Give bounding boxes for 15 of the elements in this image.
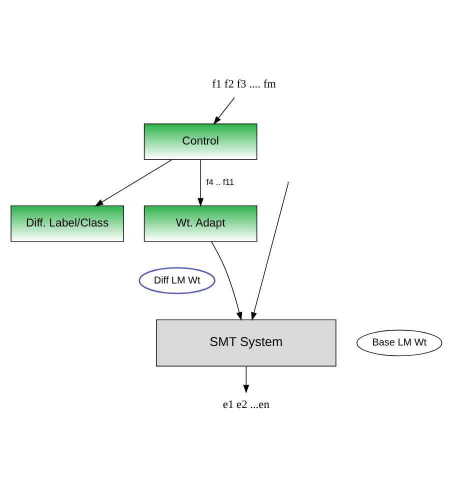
arrow xyxy=(213,97,235,125)
node-box: Diff. Label/Class xyxy=(10,205,124,242)
node-ellipse: Base LM Wt xyxy=(356,330,442,356)
arrow xyxy=(94,159,172,206)
node-ellipse: Diff LM Wt xyxy=(138,267,216,294)
node-text: f1 f2 f3 .... fm xyxy=(212,78,276,90)
arrow xyxy=(243,366,250,394)
node-text: e1 e2 ...en xyxy=(222,399,270,412)
arrow xyxy=(251,183,289,321)
node-box: Control xyxy=(144,124,258,160)
node-box: Wt. Adapt xyxy=(144,205,258,242)
edge-label: f4 .. f11 xyxy=(206,177,234,188)
arrow xyxy=(198,159,204,207)
node-box: SMT System xyxy=(156,319,336,366)
arrow xyxy=(211,241,242,321)
